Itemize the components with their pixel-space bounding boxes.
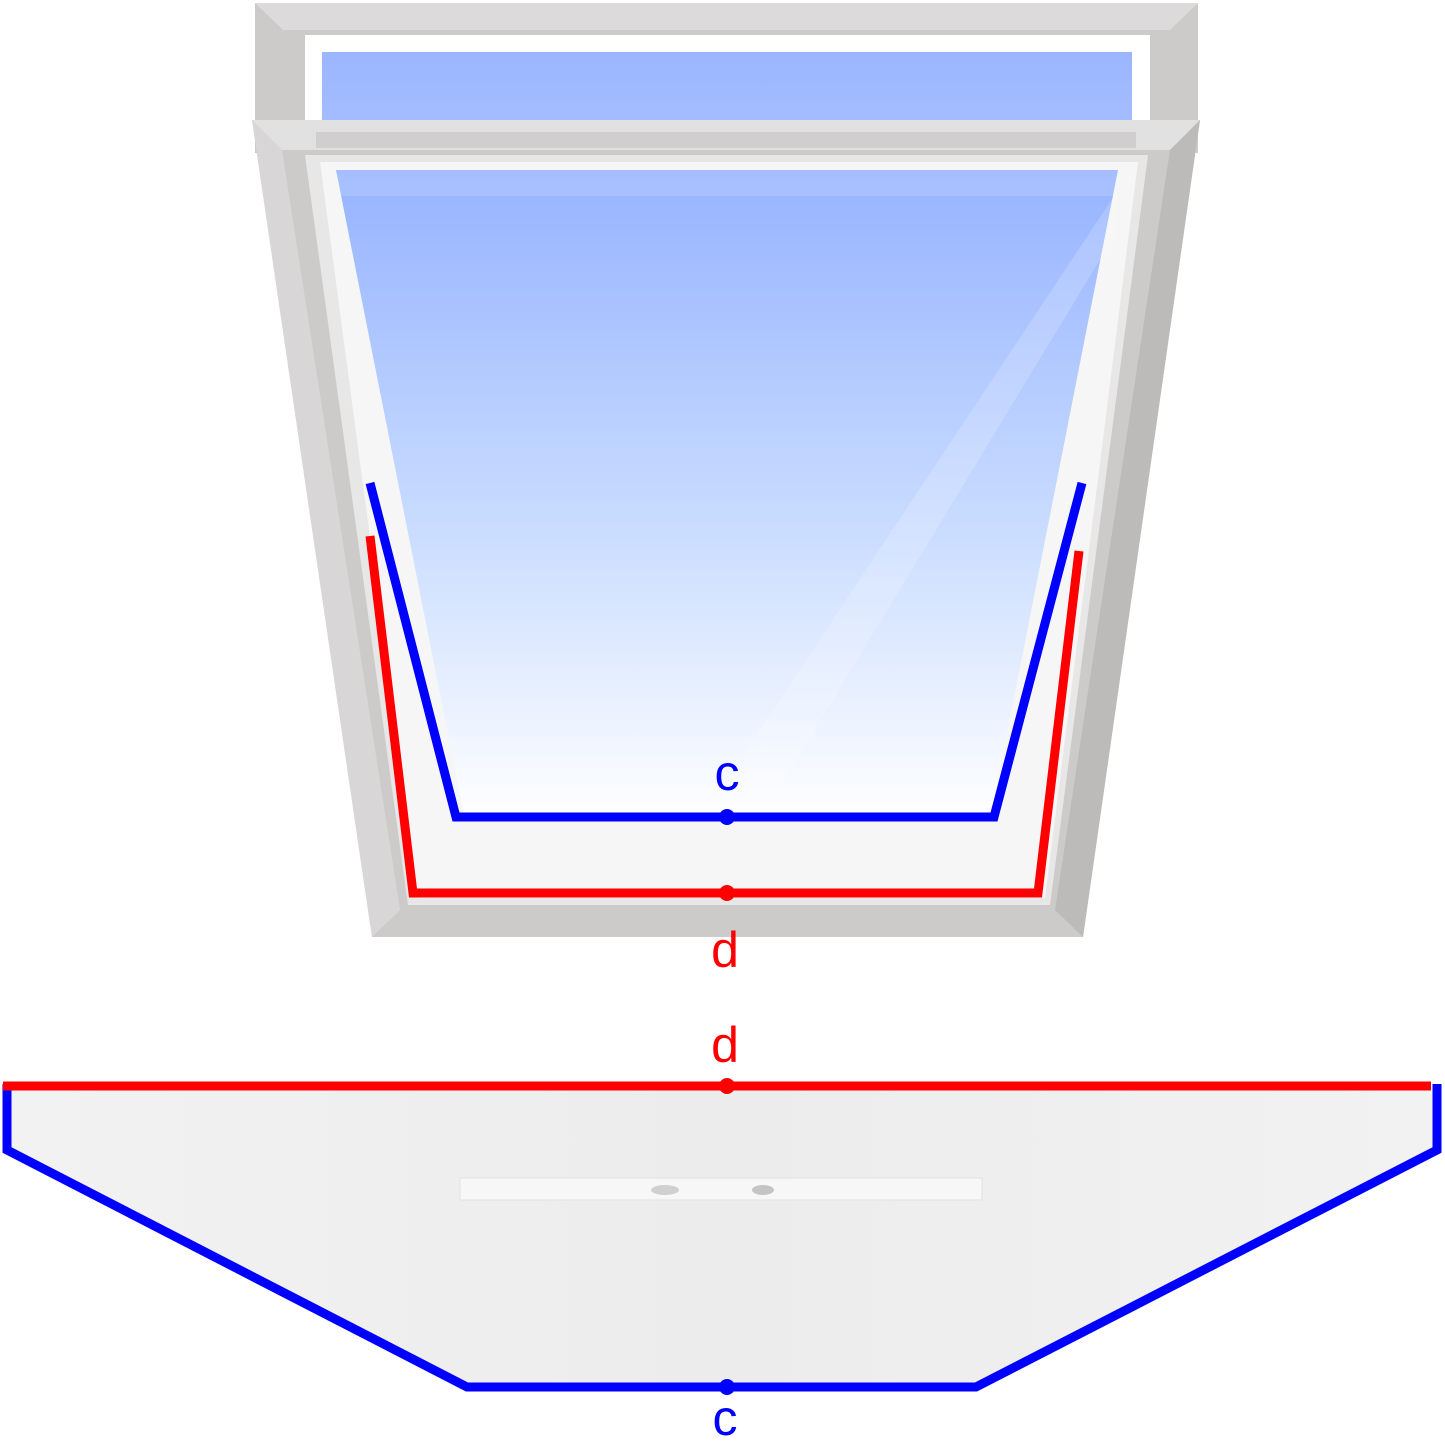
label-panel-top: d (711, 1017, 739, 1073)
panel-outer-midpoint (719, 1078, 735, 1094)
label-window-outer: d (711, 922, 739, 978)
panel-inner-midpoint (719, 1379, 735, 1395)
label-window-inner: c (714, 745, 740, 801)
window-outer-midpoint (719, 885, 735, 901)
seal-panel (7, 1086, 1437, 1387)
window-inner-midpoint (719, 809, 735, 825)
window-open-sash (252, 120, 1200, 937)
label-panel-bottom: c (712, 1390, 738, 1446)
